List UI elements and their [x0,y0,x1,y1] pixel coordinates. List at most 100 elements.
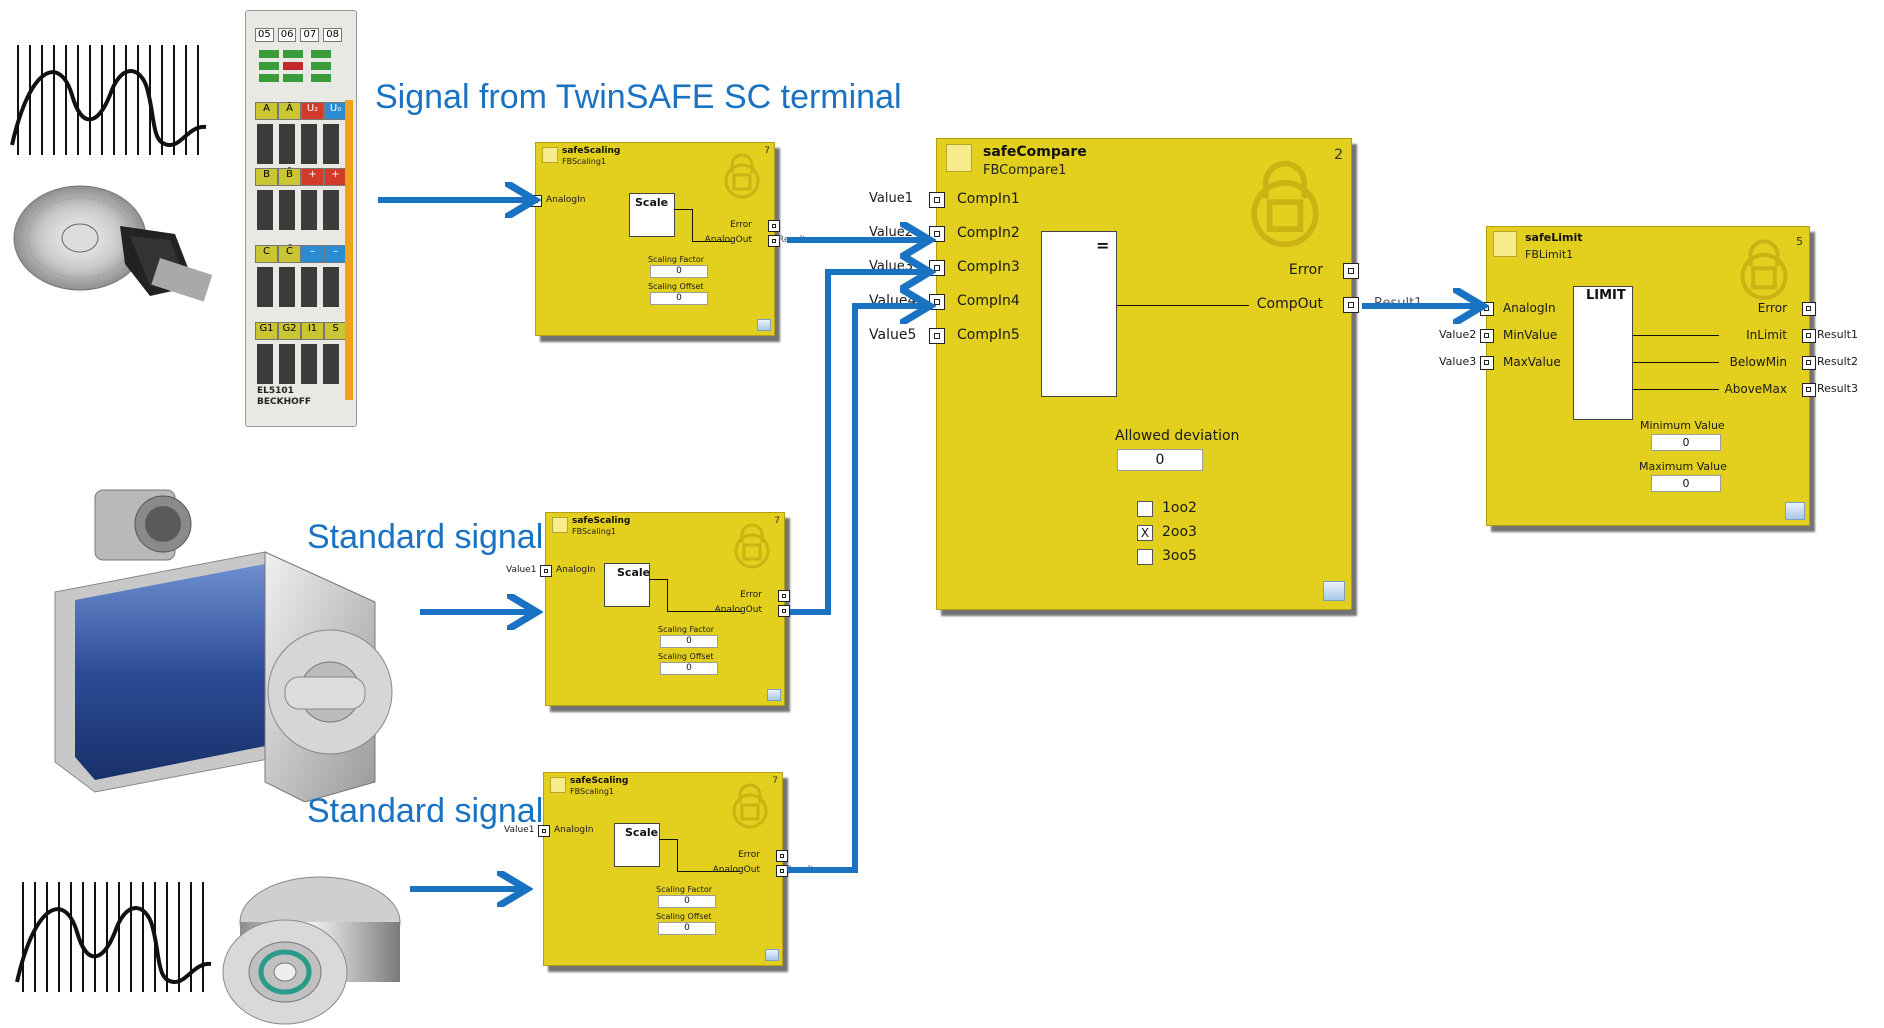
safe-limit-block[interactable]: safeLimit FBLimit1 5 AnalogIn Value2 Min… [1439,226,1858,526]
terminal-label: + [324,168,347,186]
wire [667,611,742,612]
safe-scaling-block[interactable]: safeScaling FBScaling1 7 Value1 AnalogIn… [504,772,814,966]
scaling-offset-field[interactable]: 0 [660,662,718,675]
input-variable-label: Value1 [504,825,535,835]
beckhoff-el5101-terminal: 05 06 07 08 A Ā U₂ U₀ B B̄ + + C C̄ – – [245,10,357,427]
gear-lock-watermark-icon [734,523,770,569]
terminal-clamps [257,124,345,164]
limit-operator-box: LIMIT [1573,286,1633,420]
error-output-port[interactable] [776,850,788,862]
option-3oo5-checkbox[interactable] [1137,549,1153,565]
operator-label: = [1096,236,1110,255]
terminal-label: Ā [278,102,301,120]
terminal-row-c: C C̄ – – [255,245,347,263]
block-number: 2 [1334,147,1343,163]
block-type: safeScaling [562,146,621,156]
gear-lock-watermark-icon [732,783,768,829]
block-instance-name: FBCompare1 [983,163,1067,178]
analog-output-port[interactable] [778,605,790,617]
input-port[interactable] [538,825,550,837]
terminal-clamps [257,267,345,307]
wire [677,839,678,871]
block-number: 7 [774,516,780,526]
limit-output-port[interactable] [1802,383,1816,397]
operator-label: Scale [625,826,659,839]
terminal-channel-labels: 05 06 07 08 [255,28,345,42]
compare-input-port[interactable] [929,328,945,344]
terminal-model: EL5101 [257,386,294,396]
scaling-factor-field[interactable]: 0 [658,895,716,908]
resize-handle[interactable] [1785,502,1805,520]
input-label: AnalogIn [556,565,596,575]
output-variable-label: Result3 [1817,382,1858,395]
scale-operator-box: Scale [629,193,675,237]
safe-compare-block[interactable]: safeCompare FBCompare1 2 Value1 CompIn1 … [869,138,1422,610]
function-block-icon [542,147,558,163]
function-block-icon [946,144,972,172]
limit-input-label: MaxValue [1503,355,1561,369]
input-variable-label: Value3 [1439,355,1477,368]
resize-handle[interactable] [757,319,771,331]
option-1oo2-checkbox[interactable] [1137,501,1153,517]
minimum-value-field[interactable]: 0 [1651,434,1721,451]
compare-input-port[interactable] [929,192,945,208]
input-variable-label: Value2 [1439,328,1477,341]
terminal-orange-strip [345,100,353,400]
terminal-label: C [255,245,278,263]
maximum-value-field[interactable]: 0 [1651,475,1721,492]
limit-output-label: InLimit [1746,328,1787,342]
limit-input-port[interactable] [1480,329,1494,343]
terminal-label: + [301,168,324,186]
resize-handle[interactable] [1323,581,1345,601]
block-number: 7 [772,776,778,786]
analog-output-port[interactable] [776,865,788,877]
option-2oo3-checkbox[interactable]: X [1137,525,1153,541]
limit-output-label: BelowMin [1729,355,1787,369]
scaling-offset-field[interactable]: 0 [658,922,716,935]
block-type: safeCompare [983,144,1087,160]
terminal-label: 07 [300,28,320,42]
limit-output-port[interactable] [1802,356,1816,370]
input-port[interactable] [540,565,552,577]
scaling-factor-label: Scaling Factor [648,255,705,264]
output-variable-label: Result1 [1817,328,1858,341]
terminal-label: – [324,245,347,263]
compare-input-label: CompIn4 [957,293,1020,309]
error-output-label: Error [738,850,760,860]
wire [1633,335,1719,336]
safe-scaling-block[interactable]: safeScaling FBScaling1 7 Value1 AnalogIn… [506,512,790,706]
input-variable-label: Value1 [869,191,913,206]
terminal-clamps [257,190,345,230]
allowed-deviation-field[interactable]: 0 [1117,449,1203,471]
scaling-factor-label: Scaling Factor [656,885,713,894]
resize-handle[interactable] [765,949,779,961]
scaling-offset-label: Scaling Offset [658,652,714,661]
scaling-factor-field[interactable]: 0 [660,635,718,648]
safe-scaling-block[interactable]: safeScaling FBScaling1 7 AnalogIn Scale … [530,142,806,336]
gear-lock-watermark-icon [1740,239,1788,300]
allowed-deviation-label: Allowed deviation [1115,428,1240,444]
compare-output-port[interactable] [1343,297,1359,313]
limit-input-port[interactable] [1480,356,1494,370]
block-type: safeScaling [572,516,631,526]
terminal-brand: BECKHOFF [257,397,312,407]
terminal-label: B̄ [278,168,301,186]
connection-wire [788,306,925,873]
error-output-port[interactable] [778,590,790,602]
terminal-label: U₂ [301,102,324,120]
limit-output-port[interactable] [1802,329,1816,343]
scaling-offset-label: Scaling Offset [656,912,712,921]
error-output-port[interactable] [1802,302,1816,316]
input-variable-label: Value5 [869,327,917,343]
scaling-factor-field[interactable]: 0 [650,265,708,278]
analog-output-port[interactable] [768,235,780,247]
wire [677,871,740,872]
resize-handle[interactable] [767,689,781,701]
error-output-port[interactable] [768,220,780,232]
wire [649,579,667,580]
error-output-port[interactable] [1343,263,1359,279]
compare-input-label: CompIn3 [957,259,1020,275]
encoder-signal-icon [15,882,212,992]
scaling-offset-field[interactable]: 0 [650,292,708,305]
